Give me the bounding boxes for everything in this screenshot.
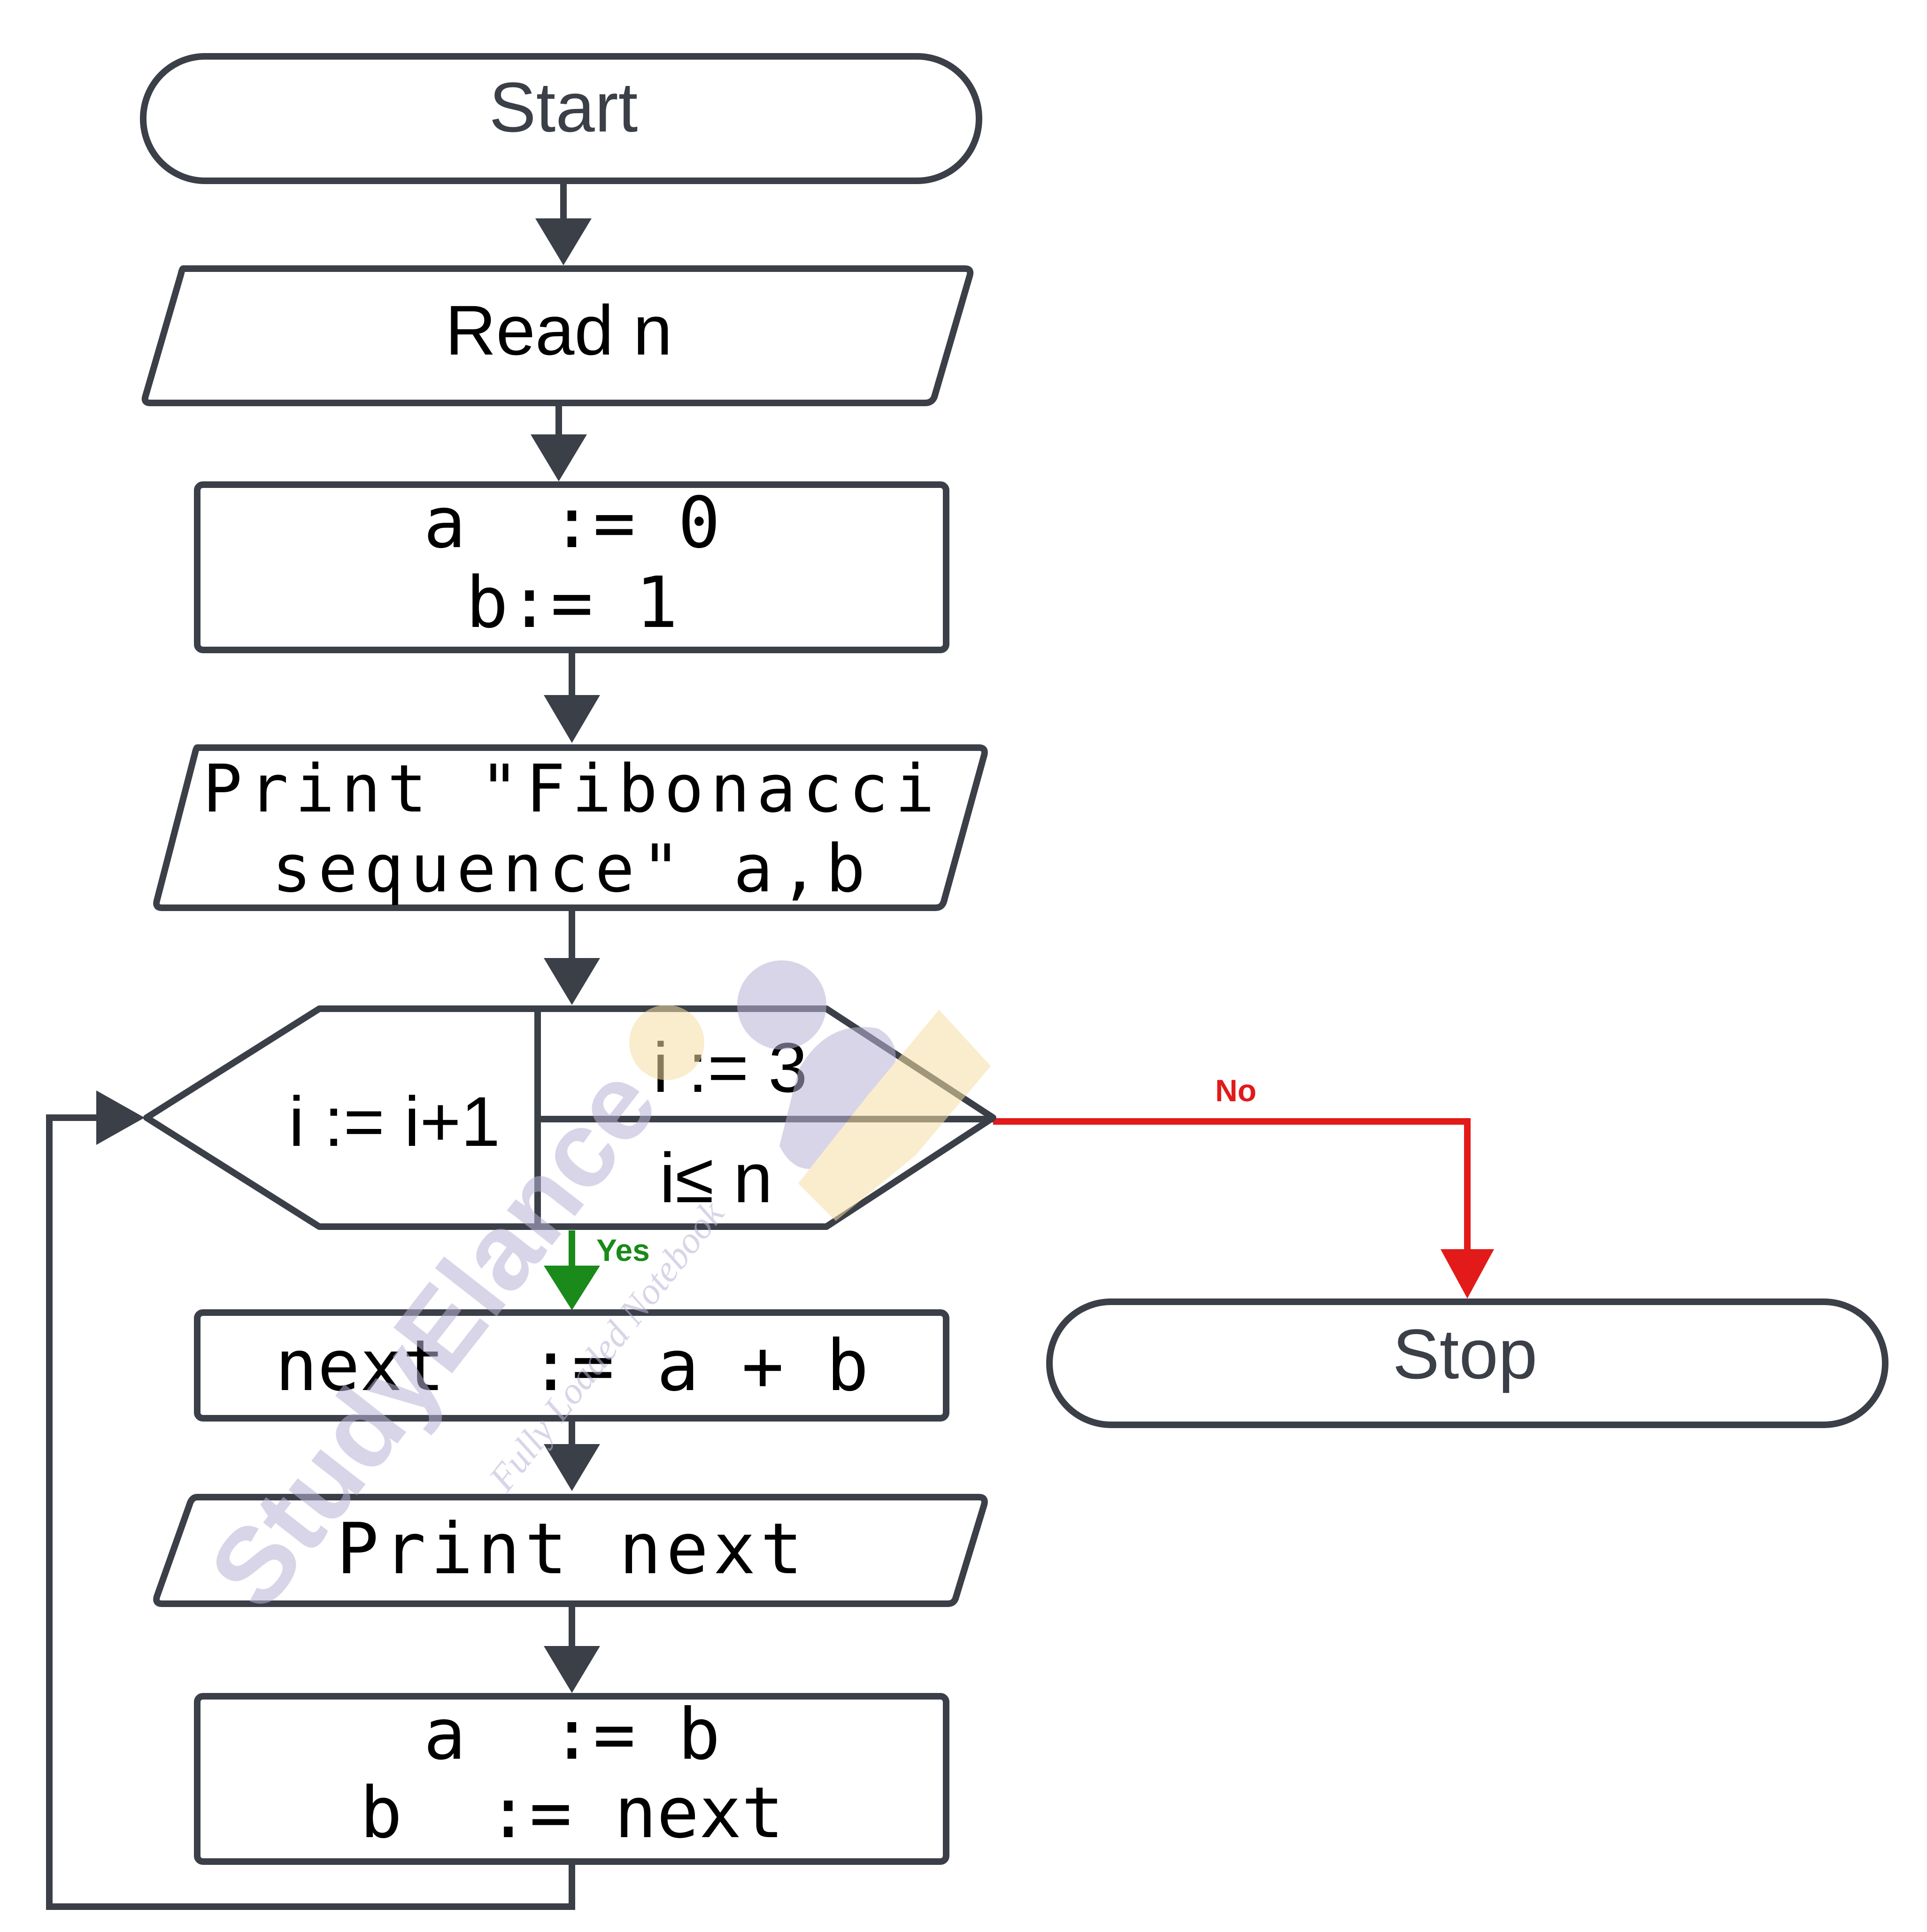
edges <box>46 181 1494 1910</box>
stop-terminator <box>1046 1298 1888 1428</box>
init-a-label: a := 0 <box>424 482 720 564</box>
assign-process <box>194 1693 949 1865</box>
arrowhead-print-loop <box>544 958 600 1005</box>
arrowhead-loopback <box>96 1090 145 1145</box>
arrowhead-next-print <box>544 1444 600 1491</box>
init-node: a := 0 b:= 1 <box>194 481 949 653</box>
edge-assign-loopback <box>46 1114 575 1910</box>
arrowhead-print-assign <box>544 1646 600 1693</box>
start-label: Start <box>489 68 638 147</box>
assign-a-label: a := b <box>424 1694 720 1776</box>
print-next-label: Print next <box>336 1508 807 1590</box>
print-next-parallelogram <box>153 1494 988 1607</box>
print-next-node: Print next <box>153 1494 988 1607</box>
init-b-label: b:= 1 <box>466 562 678 644</box>
watermark-purple-figure <box>779 1027 896 1169</box>
print-sequence-line1: Print "Fibonacci <box>203 751 941 827</box>
init-process <box>194 481 949 653</box>
arrowhead-init-print <box>544 695 600 743</box>
assign-node: a := b b := next <box>194 1693 949 1865</box>
start-terminator <box>140 53 982 184</box>
read-label: Read n <box>445 291 672 370</box>
stop-label: Stop <box>1393 1314 1538 1393</box>
assign-b-label: b := next <box>360 1772 784 1854</box>
next-node: next := a + b <box>194 1309 949 1422</box>
print-sequence-node: Print "Fibonacci sequence" a,b <box>153 744 988 911</box>
print-sequence-line2: sequence" a,b <box>272 831 872 907</box>
arrowhead-read-init <box>531 434 587 481</box>
arrowhead-loop-stop-no <box>1441 1249 1494 1298</box>
loop-increment-label: i := i+1 <box>289 1082 500 1161</box>
arrowhead-start-read <box>535 218 592 265</box>
read-node: Read n <box>141 265 974 406</box>
next-label: next := a + b <box>275 1325 869 1407</box>
start-node: Start <box>140 53 982 184</box>
next-process <box>194 1309 949 1422</box>
no-edge-label: No <box>1215 1073 1256 1108</box>
watermark-yellow-circle <box>629 1005 704 1080</box>
loop-condition-label: i≤ n <box>660 1138 773 1217</box>
watermark-purple-circle <box>737 960 826 1050</box>
print-sequence-parallelogram <box>153 744 988 911</box>
yes-edge-label: Yes <box>596 1233 650 1267</box>
edge-loop-stop-no <box>993 1118 1471 1254</box>
stop-node: Stop <box>1046 1298 1888 1428</box>
loop-node: i := i+1 i := 3 i≤ n <box>143 1005 996 1230</box>
arrowhead-loop-next-yes <box>544 1266 600 1310</box>
read-parallelogram <box>141 265 974 406</box>
watermark-yellow-book <box>798 1010 991 1221</box>
